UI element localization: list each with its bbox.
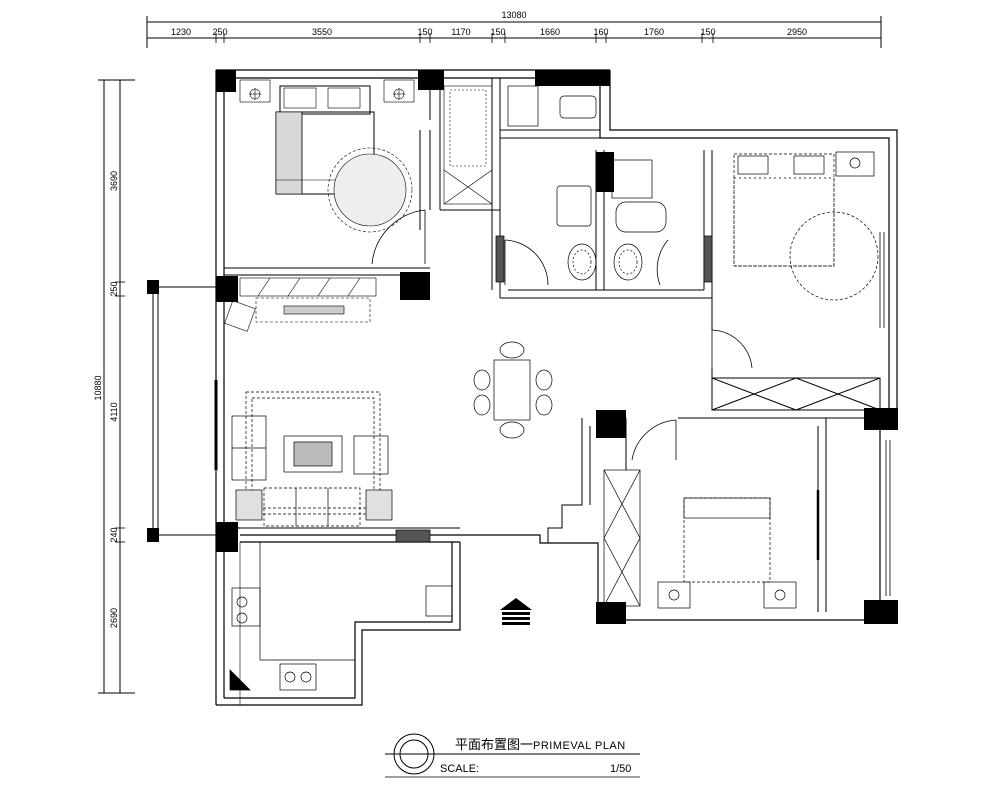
dim-top-seg: 150 [417,27,432,37]
dim-top-seg: 160 [593,27,608,37]
dim-left-seg: 250 [109,281,119,296]
left-dimension-lines [98,79,135,694]
dim-top-seg: 2950 [787,27,807,37]
second-bed [733,151,879,301]
kitchen [229,529,453,691]
round-rug-master [327,147,413,233]
dim-top-seg: 1660 [540,27,560,37]
dim-left-seg: 3690 [109,171,119,191]
dining-set [473,341,553,439]
master-bed [275,85,375,195]
closet [443,85,493,205]
dim-top-seg: 1230 [171,27,191,37]
top-dimension-lines [146,16,882,48]
entrance-arrow-icon [500,598,532,625]
dim-left-seg: 4110 [109,402,119,421]
dim-total-width: 13080 [501,10,526,20]
west-balcony [152,286,218,536]
scale-label: SCALE: [440,763,480,775]
dim-top-seg: 150 [700,27,715,37]
living-room-sofas [231,391,393,527]
title-circle-icon [385,733,640,778]
dim-top-seg: 3550 [312,27,332,37]
nightstands [239,79,415,103]
doors [371,209,753,461]
scale-value: 1/50 [610,763,632,775]
dim-top-seg: 150 [490,27,505,37]
dim-top-seg: 1170 [451,27,470,37]
plan-title: 平面布置图一PRIMEVAL PLAN [455,734,626,753]
plan-title-chinese: 平面布置图一 [455,738,534,753]
master-tv-cabinet [224,277,377,332]
dim-left-seg: 2690 [109,608,119,628]
east-windows [600,137,891,596]
bathroom-fixtures [495,85,713,283]
dim-top-seg: 1760 [644,27,664,37]
third-bed [603,469,797,609]
plan-title-english: PRIMEVAL PLAN [533,740,626,752]
dim-total-height: 10880 [93,375,103,400]
dimension-labels: 13080 1230 250 3550 150 1170 150 1660 16… [93,10,807,628]
structural-columns [147,70,898,624]
dim-left-seg: 240 [109,527,119,542]
interior-walls [224,78,881,612]
exterior-walls [215,69,898,706]
dim-top-seg: 250 [212,27,227,37]
